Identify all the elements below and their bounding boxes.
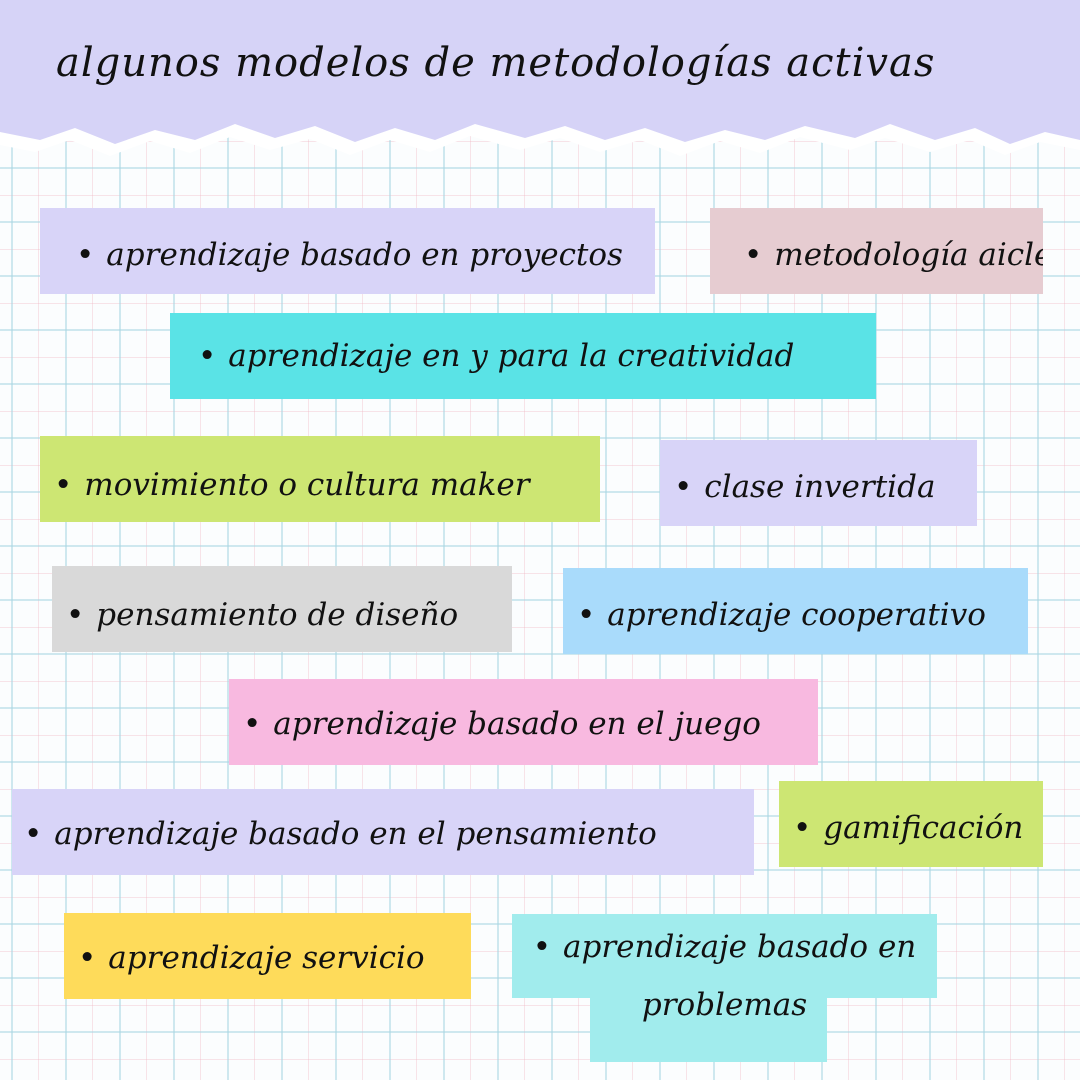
bullet: •	[793, 810, 812, 846]
bullet: •	[66, 597, 85, 633]
tag-aprendizaje-problemas-extension	[590, 998, 827, 1062]
bullet: •	[577, 597, 596, 633]
bullet: •	[54, 467, 73, 503]
tag-aprendizaje-juego: • aprendizaje basado en el juego	[229, 679, 818, 765]
tag-label: aprendizaje basado en el juego	[273, 706, 761, 742]
bullet: •	[76, 237, 95, 273]
tag-clase-invertida: • clase invertida	[660, 440, 977, 526]
tag-label: aprendizaje basado en problemas	[563, 929, 917, 1023]
bullet: •	[532, 929, 552, 965]
torn-paper-shape	[0, 0, 1080, 156]
tag-label: movimiento o cultura maker	[84, 467, 530, 503]
bullet: •	[674, 469, 693, 505]
tag-metodologia-aicle: • metodología aicle	[710, 208, 1043, 294]
tag-label: pensamiento de diseño	[96, 597, 459, 633]
tag-label: aprendizaje basado en proyectos	[106, 237, 623, 273]
tag-aprendizaje-servicio: • aprendizaje servicio	[64, 913, 471, 999]
tag-aprendizaje-problemas: • aprendizaje basado en problemas	[512, 914, 937, 1023]
tag-aprendizaje-creatividad: • aprendizaje en y para la creatividad	[170, 313, 876, 399]
bullet: •	[78, 940, 97, 976]
torn-paper-header: algunos modelos de metodologías activas	[0, 0, 1080, 180]
tag-label: aprendizaje cooperativo	[607, 597, 986, 633]
bullet: •	[198, 338, 217, 374]
tag-movimiento-maker: • movimiento o cultura maker	[40, 436, 600, 522]
tag-gamificacion: • gamificación	[779, 781, 1043, 867]
page-title: algunos modelos de metodologías activas	[56, 40, 936, 86]
bullet: •	[243, 706, 262, 742]
tag-label: aprendizaje en y para la creatividad	[228, 338, 795, 374]
tag-pensamiento-diseno: • pensamiento de diseño	[52, 566, 512, 652]
tag-aprendizaje-cooperativo: • aprendizaje cooperativo	[563, 568, 1028, 654]
tag-label: gamificación	[823, 810, 1024, 846]
tag-label: aprendizaje basado en el pensamiento	[54, 816, 657, 852]
bullet: •	[744, 237, 763, 273]
tag-aprendizaje-basado-en-proyectos: • aprendizaje basado en proyectos	[40, 208, 655, 294]
tag-label: clase invertida	[704, 469, 936, 505]
bullet: •	[24, 816, 43, 852]
tag-label: aprendizaje servicio	[108, 940, 425, 976]
tag-aprendizaje-pensamiento: • aprendizaje basado en el pensamiento	[12, 789, 754, 875]
tag-label: metodología aicle	[774, 237, 1043, 273]
